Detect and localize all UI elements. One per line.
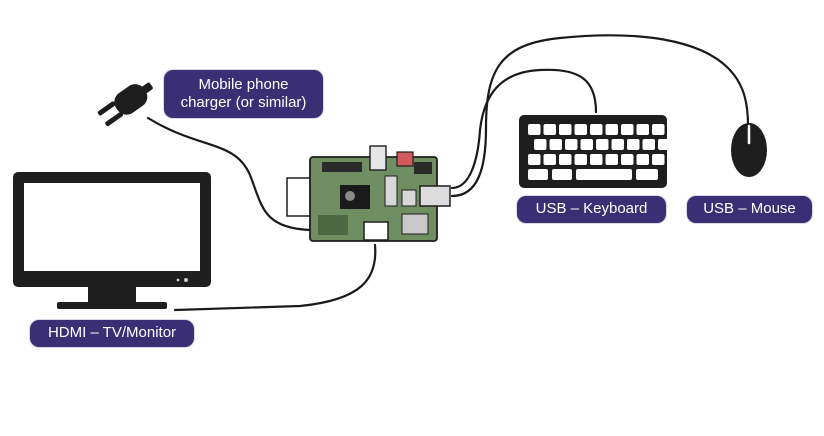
keyboard-key [549, 139, 562, 150]
keyboard-key [565, 139, 578, 150]
mouse-cable [450, 34, 750, 198]
keyboard-key [559, 124, 572, 135]
power-cable [146, 116, 312, 232]
keyboard-key [621, 154, 634, 165]
keyboard-key [576, 169, 632, 180]
keyboard-key [596, 139, 609, 150]
keyboard-key [636, 124, 649, 135]
keyboard-key [590, 154, 603, 165]
charger-label-line1: Mobile phone [198, 76, 289, 93]
keyboard-key [534, 139, 547, 150]
mouse-icon [731, 123, 767, 177]
keyboard-key [658, 139, 671, 150]
keyboard-label: USB – Keyboard [517, 196, 666, 223]
keyboard-key [543, 124, 556, 135]
keyboard-key [605, 124, 618, 135]
keyboard-key [543, 154, 556, 165]
keyboard-key [627, 139, 640, 150]
keyboard-key [652, 154, 665, 165]
keyboard-key [528, 169, 548, 180]
raspberry-pi-board-icon [286, 145, 451, 242]
keyboard-key [528, 154, 541, 165]
power-plug-icon [97, 82, 153, 127]
keyboard-key [552, 169, 572, 180]
keyboard-key [574, 154, 587, 165]
cables [146, 34, 750, 312]
hdmi-label: HDMI – TV/Monitor [30, 320, 194, 347]
monitor-icon [13, 172, 211, 309]
keyboard-key [652, 124, 665, 135]
keyboard-key [642, 139, 655, 150]
keyboard-key [580, 139, 593, 150]
mouse-label: USB – Mouse [687, 196, 812, 223]
hdmi-cable [173, 243, 377, 312]
keyboard-key [559, 154, 572, 165]
keyboard-cable [450, 68, 598, 190]
keyboard-key [528, 124, 541, 135]
keyboard-icon [519, 115, 671, 188]
keyboard-key [574, 124, 587, 135]
keyboard-key [636, 169, 658, 180]
keyboard-key [611, 139, 624, 150]
charger-label: Mobile phone charger (or similar) [164, 70, 323, 118]
keyboard-key [605, 154, 618, 165]
keyboard-key [590, 124, 603, 135]
keyboard-key [636, 154, 649, 165]
keyboard-key [621, 124, 634, 135]
charger-label-line2: charger (or similar) [180, 94, 307, 111]
